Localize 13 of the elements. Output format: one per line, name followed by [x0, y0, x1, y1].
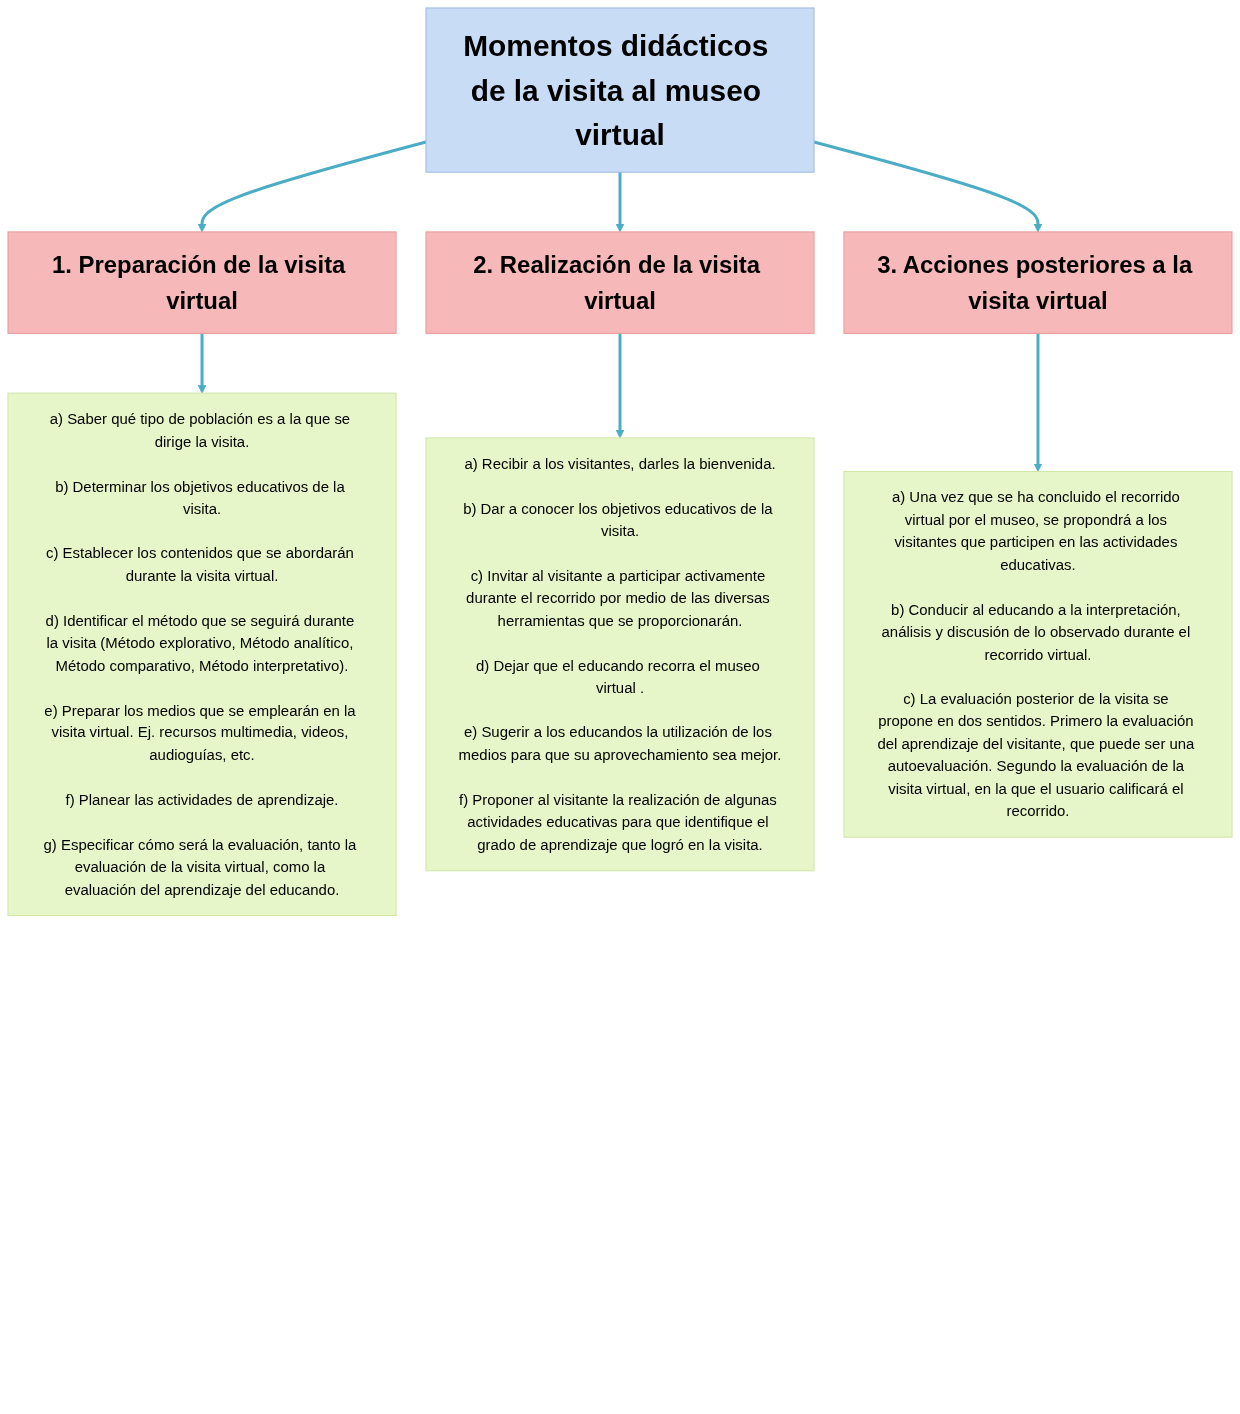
node-box: a) Una vez que se ha concluido el recorrido virtual por el museo, se propondrá a los visitantes que participen en las actividades educativas. b) Conducir al educando a la interpretación, análisis y discusión de lo observado durante el recorrido virtual. c) La evaluación posterior de la visita se propone en dos sentidos. Primero la evaluación del aprendizaje del visitante, que puede ser una autoevaluación. Segundo la evaluación de la visita virtual, en la que el usuario calificará el recorrido.: [843, 470, 1233, 838]
node-box: a) Saber qué tipo de población es a la que se dirige la visita. b) Determinar los objetivos educativos de la visita. c) Establecer los contenidos que se abordarán durante la visita virtual. d) Identificar el método que se seguirá durante la visita (Método explorativo, Método analítico, Método comparativo, Método interpretativo). e) Preparar los medios que se emplearán en la visita virtual. Ej. recursos multimedia, videos, audioguías, etc. f) Planear las actividades de aprendizaje. g) Especificar cómo será la evaluación, tanto la evaluación de la visita virtual, como la evaluación del aprendizaje del educando.: [7, 392, 397, 917]
node-box: Momentos didácticos de la visita al museo virtual: [425, 7, 815, 173]
arrow: [615, 333, 625, 439]
arrow: [1033, 333, 1043, 472]
node-box: 2. Realización de la visita virtual: [425, 231, 815, 334]
arrow: [197, 140, 427, 233]
arrow: [197, 333, 207, 394]
arrow: [813, 140, 1043, 233]
node-box: 3. Acciones posteriores a la visita virtual: [843, 231, 1233, 334]
node-box: a) Recibir a los visitantes, darles la bienvenida. b) Dar a conocer los objetivos educativos de la visita. c) Invitar al visitante a participar activamente durante el recorrido por medio de las diversas herramientas que se proporcionarán. d) Dejar que el educando recorra el museo virtual . e) Sugerir a los educandos la utilización de los medios para que su aprovechamiento sea mejor. f) Proponer al visitante la realización de algunas actividades educativas para que identifique el grado de aprendizaje que logró en la visita.: [425, 437, 815, 872]
arrow: [615, 172, 625, 233]
node-box: 1. Preparación de la visita virtual: [7, 231, 397, 334]
